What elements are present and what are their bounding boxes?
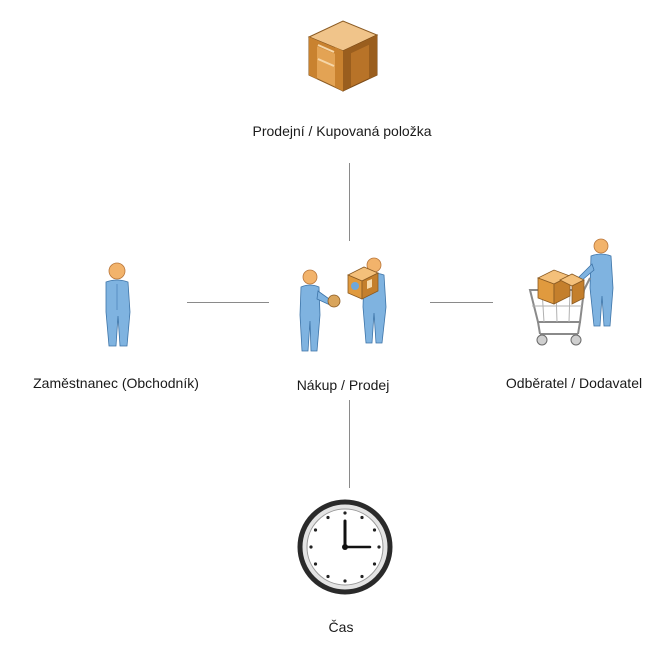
shopping-cart-person-icon xyxy=(528,238,614,346)
connector-transaction-customer xyxy=(430,302,493,303)
time-label: Čas xyxy=(328,619,354,635)
handover-people-icon xyxy=(299,257,387,352)
customer-label: Odběratel / Dodavatel xyxy=(505,375,643,391)
person-icon xyxy=(105,262,131,347)
transaction-label: Nákup / Prodej xyxy=(296,377,390,393)
connector-employee-transaction xyxy=(187,302,269,303)
wooden-crate-icon xyxy=(307,20,379,92)
item-label: Prodejní / Kupovaná položka xyxy=(252,123,432,139)
employee-label: Zaměstnanec (Obchodník) xyxy=(33,375,199,391)
connector-item-transaction xyxy=(349,163,350,241)
connector-transaction-time xyxy=(349,400,350,488)
wall-clock-icon xyxy=(297,499,393,595)
